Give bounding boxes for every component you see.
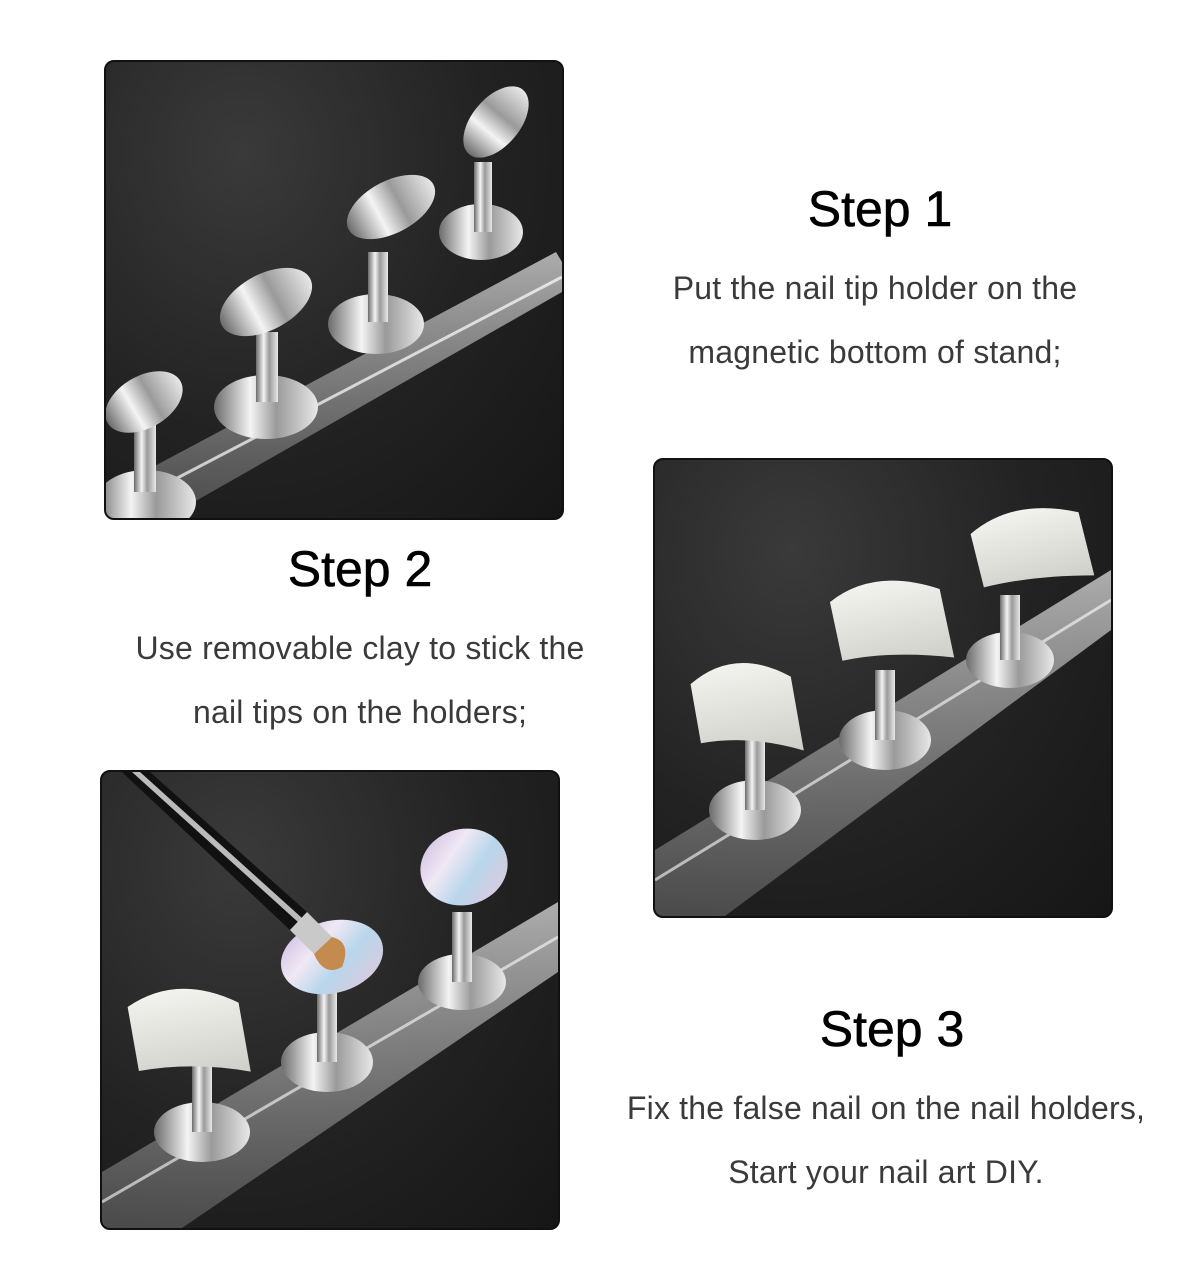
step-2-title: Step 2 bbox=[287, 541, 433, 598]
step-1-line-1: Put the nail tip holder on the bbox=[672, 270, 1078, 306]
step-1-line-2: magnetic bottom of stand; bbox=[688, 334, 1062, 370]
holder-4 bbox=[439, 86, 529, 260]
nail-art-illustration bbox=[102, 772, 558, 1228]
art-holder-1 bbox=[127, 988, 251, 1162]
tipped-holder-2 bbox=[829, 580, 955, 770]
holders-illustration bbox=[106, 86, 562, 518]
step-2-line-2: nail tips on the holders; bbox=[192, 694, 528, 730]
photo-step2-nail-tips bbox=[653, 458, 1113, 918]
photo-step1-holders-chrome bbox=[104, 60, 564, 520]
brush-icon bbox=[122, 772, 346, 971]
holder-1 bbox=[106, 371, 196, 518]
tipped-holder-1 bbox=[690, 662, 804, 840]
step-3-line-2: Start your nail art DIY. bbox=[728, 1154, 1044, 1190]
nail-tips-illustration bbox=[655, 508, 1111, 916]
step-3-line-1: Fix the false nail on the nail holders, bbox=[626, 1090, 1146, 1126]
step-1-title: Step 1 bbox=[807, 181, 953, 238]
photo-step3-nail-art bbox=[100, 770, 560, 1230]
step-2-line-1: Use removable clay to stick the bbox=[135, 630, 585, 666]
art-holder-3 bbox=[418, 828, 508, 1010]
tipped-holder-3 bbox=[966, 508, 1095, 688]
step-3-title: Step 3 bbox=[819, 1001, 965, 1058]
holder-2 bbox=[214, 267, 318, 439]
holder-3 bbox=[328, 174, 436, 354]
